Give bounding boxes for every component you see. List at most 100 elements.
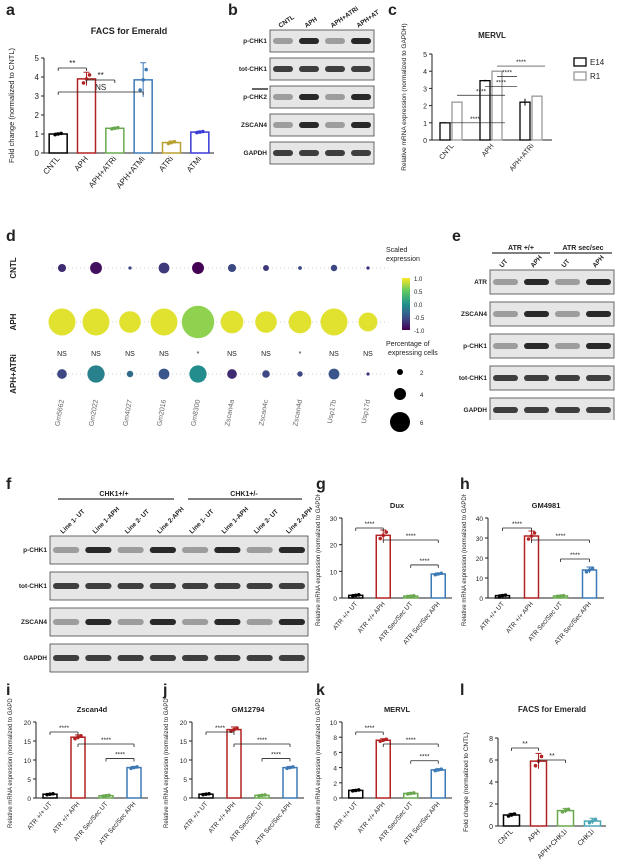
bar — [226, 728, 242, 799]
legend-label: E14 — [590, 58, 605, 67]
data-point — [539, 754, 544, 759]
annotation: * — [299, 351, 302, 358]
bar — [375, 739, 391, 799]
panel-label-e: e — [452, 228, 461, 245]
blot-band — [53, 583, 80, 589]
data-point — [56, 132, 60, 136]
blot-band — [299, 122, 319, 128]
x-tick-label: ATR +/+ APH — [357, 801, 387, 835]
panel-label-a: a — [6, 2, 15, 19]
y-tick-label: 3 — [423, 86, 427, 93]
data-point — [169, 140, 174, 145]
blot-band — [273, 38, 293, 44]
y-tick-label: 5 — [35, 54, 40, 63]
dot — [82, 308, 110, 336]
blot-band — [149, 619, 176, 625]
data-point — [405, 792, 410, 796]
data-point — [587, 820, 592, 825]
blot-band — [273, 94, 293, 100]
blot-band — [149, 583, 176, 589]
bar — [531, 95, 543, 141]
dot — [192, 262, 204, 274]
blot-band — [299, 94, 319, 100]
blot-band — [524, 407, 549, 413]
dot — [227, 263, 237, 273]
dot — [128, 266, 132, 270]
blot-band — [117, 547, 144, 553]
annotation: NS — [159, 351, 169, 358]
blot-band — [351, 122, 371, 128]
data-point — [593, 817, 598, 822]
y-axis-label: Relative mRNA expression (normalized to … — [164, 698, 170, 828]
y-tick-label: 0 — [183, 796, 187, 803]
colorbar-tick: -1.0 — [414, 329, 425, 335]
blot-band — [586, 343, 611, 349]
data-point — [584, 570, 589, 574]
row-label: p-CHK1 — [23, 547, 47, 554]
blot-band — [299, 66, 319, 72]
panel-label-l: l — [460, 682, 465, 699]
data-point — [529, 534, 534, 538]
y-tick-label: 10 — [180, 758, 188, 765]
dot — [358, 312, 378, 332]
chart-title: Zscan4d — [77, 705, 108, 714]
data-point — [590, 566, 595, 570]
data-point — [198, 130, 202, 134]
row-label: ZSCAN4 — [241, 122, 267, 129]
data-point — [561, 593, 566, 598]
dot — [330, 264, 338, 272]
lane-label: APH+ATRi — [330, 5, 361, 29]
y-tick-label: 0 — [489, 824, 493, 831]
data-point — [353, 593, 358, 598]
blot-band — [325, 38, 345, 44]
y-tick-label: 20 — [180, 720, 188, 727]
colorbar-tick: 1.0 — [414, 277, 423, 283]
blot-band — [493, 279, 518, 285]
data-point — [53, 132, 57, 137]
bar — [556, 809, 575, 827]
blot-band — [182, 655, 209, 661]
dot — [255, 311, 277, 333]
bar — [519, 101, 531, 141]
blot-band — [325, 150, 345, 156]
panel-label-c: c — [388, 2, 397, 19]
gene-label: Gm2022 — [88, 399, 100, 427]
blot-band — [53, 547, 80, 553]
x-tick-label: ATR +/+ UT — [332, 801, 359, 832]
blot-band — [586, 375, 611, 381]
dot — [158, 262, 170, 274]
sig-label: ** — [98, 71, 104, 80]
y-tick-label: 1 — [35, 130, 40, 139]
x-tick-label: ATMi — [185, 154, 204, 174]
data-point — [509, 813, 514, 817]
data-point — [101, 794, 105, 798]
x-tick-label: APH+ATRi — [509, 142, 536, 173]
data-point — [87, 73, 92, 77]
sig-label: **** — [570, 552, 581, 559]
data-point — [76, 735, 80, 739]
gene-label: Zscan4a — [224, 399, 236, 427]
blot-band — [278, 547, 305, 553]
sig-label: ** — [549, 753, 555, 760]
blot-band — [351, 150, 371, 156]
blot-band — [85, 655, 112, 661]
blot-strip — [269, 141, 375, 165]
blot-band — [555, 343, 580, 349]
sig-label: **** — [502, 69, 513, 76]
y-axis-label: Relative mRNA expression (normalized to … — [316, 494, 322, 626]
annotation: NS — [363, 351, 373, 358]
blot-band — [182, 619, 209, 625]
data-point — [526, 537, 531, 541]
data-point — [232, 727, 236, 732]
data-point — [288, 765, 292, 770]
colorbar-tick: 0.5 — [414, 290, 423, 296]
data-point — [263, 793, 267, 797]
y-tick-label: 10 — [330, 720, 338, 727]
y-tick-label: 15 — [24, 739, 32, 746]
bar — [439, 122, 451, 141]
data-point — [172, 139, 177, 144]
